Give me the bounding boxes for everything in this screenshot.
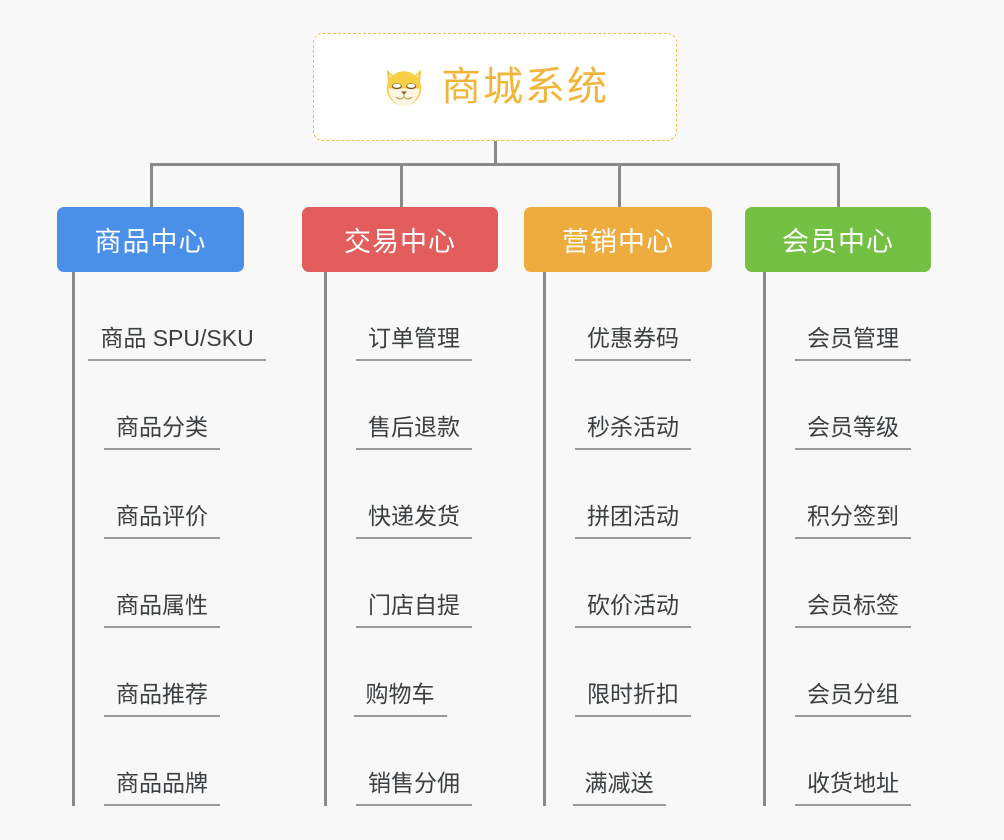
leaf-label: 商品推荐 — [104, 681, 220, 717]
leaf-item[interactable]: 商品品牌 — [72, 717, 252, 806]
leaf-item[interactable]: 售后退款 — [324, 361, 504, 450]
connector-drop-4 — [837, 163, 840, 208]
leaf-item[interactable]: 商品属性 — [72, 539, 252, 628]
column-spine — [543, 272, 546, 806]
leaf-item[interactable]: 会员分组 — [763, 628, 943, 717]
leaf-item[interactable]: 商品分类 — [72, 361, 252, 450]
category-label: 商品中心 — [94, 227, 207, 257]
leaf-item[interactable]: 商品 SPU/SKU — [72, 272, 282, 361]
leaf-label: 限时折扣 — [575, 681, 691, 717]
category-box-products[interactable]: 商品中心 — [57, 207, 244, 272]
connector-drop-2 — [400, 163, 403, 208]
leaf-item[interactable]: 积分签到 — [763, 450, 943, 539]
leaf-label: 商品属性 — [104, 592, 220, 628]
shiba-dog-face-icon — [386, 69, 422, 108]
leaf-label: 售后退款 — [356, 414, 472, 450]
connector-horizontal-bus — [150, 163, 840, 166]
leaf-item[interactable]: 商品推荐 — [72, 628, 252, 717]
category-box-member[interactable]: 会员中心 — [745, 207, 931, 272]
category-box-marketing[interactable]: 营销中心 — [524, 207, 712, 272]
leaf-label: 订单管理 — [356, 325, 472, 361]
leaf-label: 拼团活动 — [575, 503, 691, 539]
leaf-label: 收货地址 — [795, 770, 911, 806]
leaf-label: 商品评价 — [104, 503, 220, 539]
leaf-item[interactable]: 会员等级 — [763, 361, 943, 450]
leaf-label: 积分签到 — [795, 503, 911, 539]
category-label: 营销中心 — [562, 227, 674, 257]
leaf-label: 会员等级 — [795, 414, 911, 450]
connector-drop-3 — [618, 163, 621, 208]
leaf-item[interactable]: 收货地址 — [763, 717, 943, 806]
leaf-item[interactable]: 优惠券码 — [543, 272, 723, 361]
category-label: 交易中心 — [344, 227, 456, 257]
leaf-item[interactable]: 门店自提 — [324, 539, 504, 628]
leaf-label: 商品 SPU/SKU — [88, 325, 266, 361]
leaf-label: 优惠券码 — [575, 325, 691, 361]
leaf-label: 商品分类 — [104, 414, 220, 450]
leaf-item[interactable]: 砍价活动 — [543, 539, 723, 628]
leaf-item[interactable]: 会员标签 — [763, 539, 943, 628]
leaf-label: 满减送 — [572, 770, 666, 806]
root-node-card[interactable]: 商城系统 — [313, 33, 677, 141]
category-box-trade[interactable]: 交易中心 — [302, 207, 498, 272]
category-label: 会员中心 — [782, 227, 894, 257]
leaf-label: 商品品牌 — [104, 770, 220, 806]
root-node-title: 商城系统 — [441, 65, 609, 109]
leaf-item[interactable]: 快递发货 — [324, 450, 504, 539]
leaf-item[interactable]: 购物车 — [324, 628, 476, 717]
leaf-item[interactable]: 秒杀活动 — [543, 361, 723, 450]
connector-root-stem — [494, 141, 497, 165]
leaf-label: 门店自提 — [356, 592, 472, 628]
column-spine — [763, 272, 766, 806]
column-spine — [324, 272, 327, 806]
leaf-item[interactable]: 订单管理 — [324, 272, 504, 361]
leaf-label: 砍价活动 — [575, 592, 691, 628]
leaf-label: 会员管理 — [795, 325, 911, 361]
leaf-item[interactable]: 会员管理 — [763, 272, 943, 361]
leaf-label: 会员标签 — [795, 592, 911, 628]
leaf-item[interactable]: 拼团活动 — [543, 450, 723, 539]
leaf-label: 销售分佣 — [356, 770, 472, 806]
connector-drop-1 — [150, 163, 153, 208]
leaf-item[interactable]: 商品评价 — [72, 450, 252, 539]
leaf-item[interactable]: 满减送 — [543, 717, 695, 806]
leaf-item[interactable]: 销售分佣 — [324, 717, 504, 806]
leaf-label: 快递发货 — [356, 503, 472, 539]
column-spine — [72, 272, 75, 806]
leaf-label: 会员分组 — [795, 681, 911, 717]
leaf-item[interactable]: 限时折扣 — [543, 628, 723, 717]
leaf-label: 购物车 — [353, 681, 447, 717]
leaf-label: 秒杀活动 — [575, 414, 691, 450]
